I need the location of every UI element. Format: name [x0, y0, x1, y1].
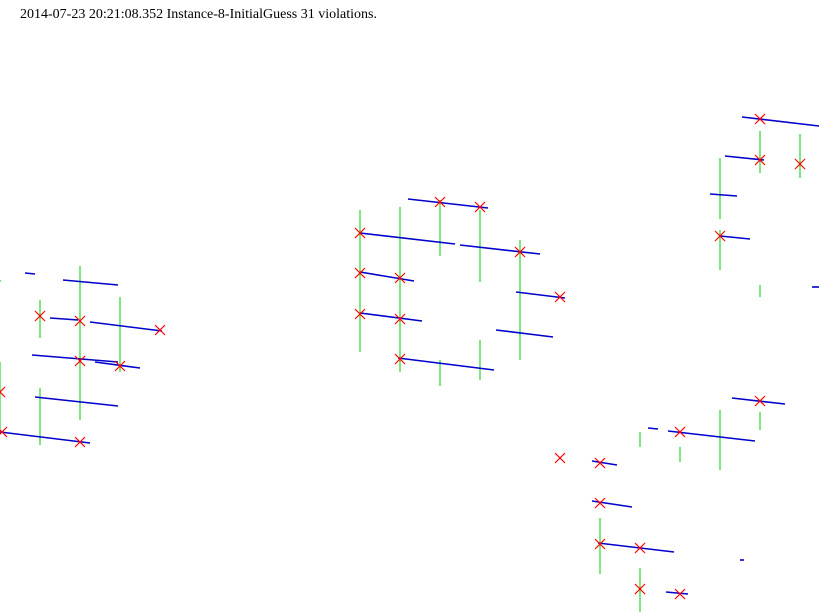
- violation-marker: [594, 457, 606, 469]
- violation-marker: [554, 291, 566, 303]
- horizontal-segment: [0, 431, 91, 444]
- horizontal-segment: [94, 361, 141, 369]
- violation-marker: [354, 267, 366, 279]
- violation-marker: [394, 353, 406, 365]
- violation-marker: [0, 426, 8, 438]
- timestamp: 2014-07-23 20:21:08.352: [20, 7, 164, 22]
- horizontal-segment: [495, 329, 554, 338]
- violation-marker: [634, 542, 646, 554]
- violation-marker: [754, 154, 766, 166]
- horizontal-segment: [397, 357, 495, 371]
- violation-marker: [434, 196, 446, 208]
- violation-marker: [674, 426, 686, 438]
- violation-marker: [354, 308, 366, 320]
- violation-marker: [74, 436, 86, 448]
- horizontal-segment: [665, 591, 689, 595]
- horizontal-segment: [62, 279, 119, 286]
- violation-marker: [714, 230, 726, 242]
- horizontal-segment: [647, 427, 659, 430]
- horizontal-segment: [31, 354, 119, 363]
- violation-marker: [514, 246, 526, 258]
- horizontal-segment: [359, 232, 456, 245]
- horizontal-segment: [359, 312, 423, 322]
- horizontal-segment: [459, 244, 541, 255]
- horizontal-segment: [34, 396, 119, 407]
- horizontal-segment: [724, 155, 765, 161]
- violation-marker: [74, 315, 86, 327]
- status-header: 2014-07-23 20:21:08.352 Instance-8-Initi…: [20, 7, 377, 23]
- violation-marker: [154, 324, 166, 336]
- horizontal-segment: [359, 271, 415, 282]
- violation-marker: [634, 583, 646, 595]
- horizontal-segment: [49, 317, 79, 321]
- violation-marker: [794, 158, 806, 170]
- horizontal-segment: [515, 291, 566, 299]
- horizontal-segment: [89, 321, 163, 332]
- horizontal-segment: [407, 198, 489, 209]
- violation-marker: [354, 227, 366, 239]
- horizontal-segment: [591, 500, 633, 508]
- violation-marker: [594, 497, 606, 509]
- violation-marker: [754, 113, 766, 125]
- violation-marker: [34, 310, 46, 322]
- violation-count: 31 violations.: [300, 7, 377, 22]
- horizontal-segment: [24, 272, 36, 275]
- violation-marker: [0, 386, 6, 398]
- violation-marker: [554, 452, 566, 464]
- horizontal-segment: [741, 116, 819, 127]
- horizontal-segment: [667, 430, 756, 442]
- violation-marker: [394, 313, 406, 325]
- horizontal-segment: [709, 193, 738, 197]
- violation-marker: [74, 355, 86, 367]
- violation-marker: [474, 201, 486, 213]
- horizontal-segment: [719, 235, 751, 240]
- horizontal-segment: [731, 397, 786, 405]
- instance-name: Instance-8-InitialGuess: [166, 7, 298, 22]
- violation-marker: [594, 538, 606, 550]
- horizontal-segment: [591, 460, 618, 466]
- violation-marker: [754, 395, 766, 407]
- violation-marker: [674, 588, 686, 600]
- horizontal-segment: [597, 542, 675, 553]
- violation-marker: [394, 272, 406, 284]
- violation-marker: [114, 360, 126, 372]
